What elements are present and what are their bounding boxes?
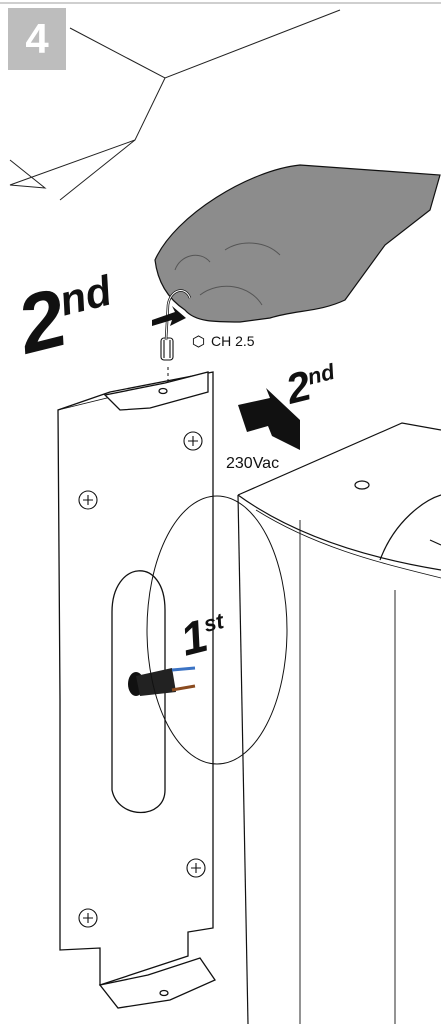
screw-icon-4 bbox=[78, 908, 98, 928]
background-lines bbox=[9, 9, 341, 201]
wall-column bbox=[237, 422, 441, 1024]
screw-bit bbox=[160, 337, 174, 361]
hex-key-label: CH 2.5 bbox=[192, 333, 255, 349]
detail-ellipse bbox=[146, 495, 288, 765]
gloved-hand bbox=[154, 164, 441, 341]
screw-icons bbox=[78, 431, 206, 928]
hexagon-outline-icon bbox=[192, 334, 205, 348]
hex-key-size: CH 2.5 bbox=[211, 333, 255, 349]
rotation-arrow-icon bbox=[152, 306, 186, 326]
step-number-badge: 4 bbox=[8, 8, 66, 70]
second-step-small-suffix: nd bbox=[304, 358, 338, 390]
push-arrow-icon bbox=[238, 388, 300, 450]
cable bbox=[128, 666, 196, 696]
top-rule bbox=[0, 2, 441, 4]
screw-icon-3 bbox=[186, 858, 206, 878]
second-step-large-suffix: nd bbox=[54, 266, 116, 325]
voltage-label: 230Vac bbox=[226, 455, 280, 472]
screw-icon-1 bbox=[183, 431, 203, 451]
screw-icon-2 bbox=[78, 490, 98, 510]
